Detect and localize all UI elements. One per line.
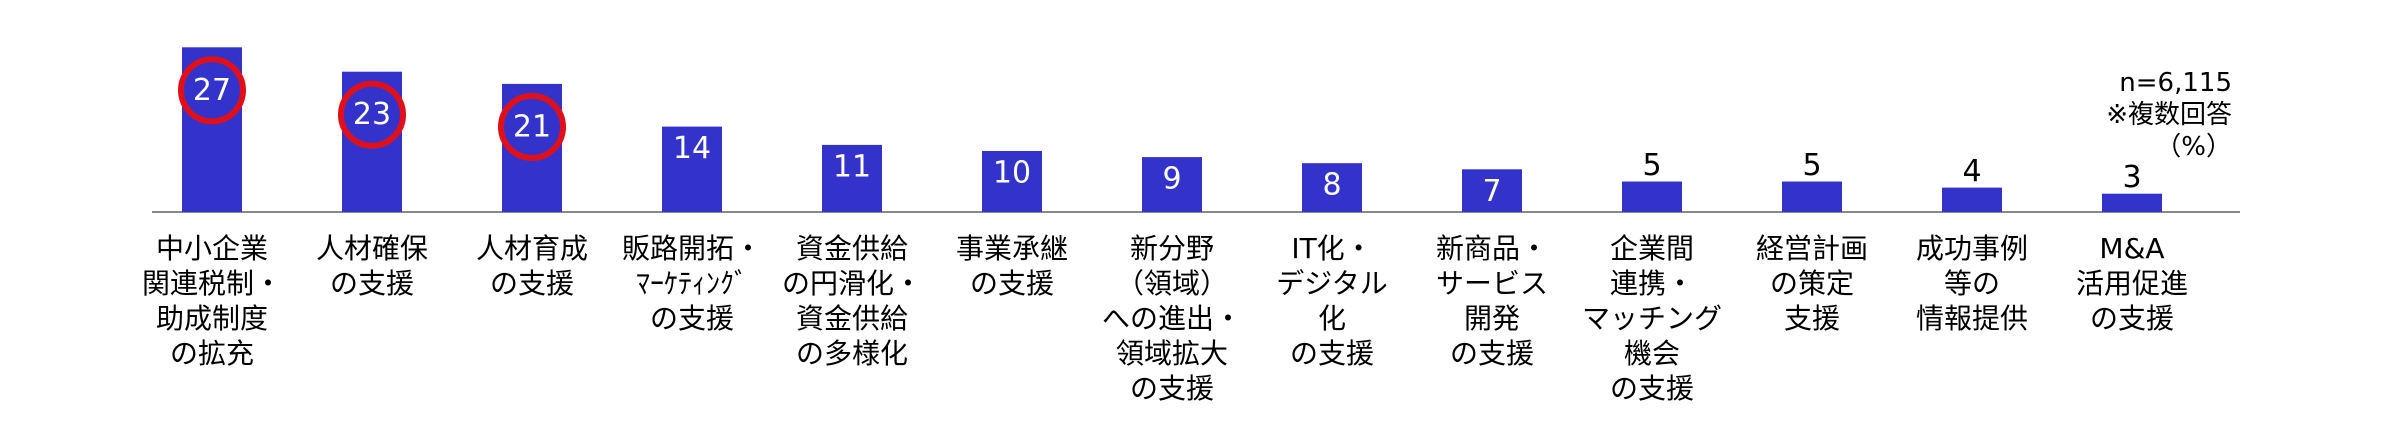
- category-label-2: 人材育成の支援: [476, 232, 588, 300]
- bar-10: [1782, 181, 1842, 212]
- category-label-7: IT化・デジタル化の支援: [1276, 232, 1387, 370]
- bar-5: [982, 151, 1042, 212]
- value-label-8: 7: [1482, 174, 1501, 209]
- sample-size-note: n=6,115: [2119, 68, 2232, 98]
- category-label-0: 中小企業関連税制・助成制度の拡充: [142, 232, 282, 370]
- value-label-2: 21: [513, 109, 551, 144]
- highlight-ring-0: [178, 56, 246, 125]
- bar-4: [822, 144, 882, 212]
- category-label-11: 成功事例等の情報提供: [1916, 232, 2028, 335]
- bar-11: [1942, 187, 2002, 212]
- category-label-4: 資金供給の円滑化・資金供給の多様化: [782, 232, 922, 370]
- category-label-10: 経営計画の策定支援: [1756, 232, 1868, 335]
- category-label-3: 販路開拓・ﾏｰｹﾃｨﾝｸﾞの支援: [622, 232, 762, 335]
- category-label-8: 新商品・サービス開発の支援: [1436, 232, 1548, 370]
- category-label-1: 人材確保の支援: [316, 232, 428, 300]
- value-label-0: 27: [193, 73, 231, 108]
- value-label-5: 10: [993, 156, 1031, 191]
- value-label-11: 4: [1962, 154, 1981, 189]
- value-label-6: 9: [1162, 162, 1181, 197]
- value-label-7: 8: [1322, 168, 1341, 203]
- unit-note: （%）: [2155, 132, 2232, 162]
- bar-7: [1302, 163, 1362, 212]
- bar-6: [1142, 157, 1202, 212]
- bar-9: [1622, 181, 1682, 212]
- value-label-4: 11: [833, 149, 871, 184]
- category-label-9: 企業間連携・マッチング機会の支援: [1582, 232, 1722, 405]
- highlight-ring-1: [338, 80, 406, 149]
- category-label-5: 事業承継の支援: [956, 232, 1068, 300]
- bar-3: [662, 126, 722, 212]
- category-label-6: 新分野（領域）への進出・領域拡大の支援: [1102, 232, 1242, 405]
- value-label-1: 23: [353, 97, 391, 132]
- value-label-10: 5: [1802, 148, 1821, 183]
- bar-12: [2102, 193, 2162, 212]
- value-label-9: 5: [1642, 148, 1661, 183]
- multiple-answers-note: ※複数回答: [2106, 100, 2232, 130]
- value-label-3: 14: [673, 131, 711, 166]
- bar-8: [1462, 169, 1522, 212]
- value-label-12: 3: [2122, 160, 2141, 195]
- highlight-ring-2: [498, 92, 566, 161]
